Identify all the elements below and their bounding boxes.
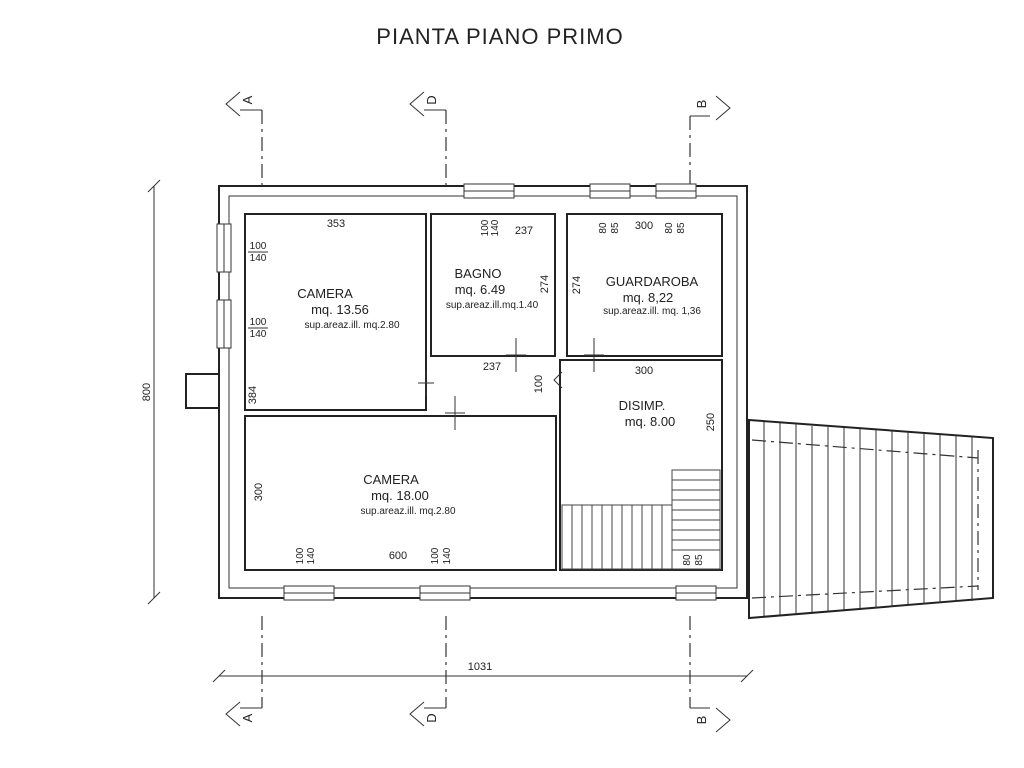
win-bot-camera2-b: 140 bbox=[442, 547, 453, 564]
guardaroba-note: sup.areaz.ill. mq. 1,36 bbox=[603, 306, 701, 317]
win-left1-a: 100 bbox=[250, 241, 267, 252]
overall-width-dim: 1031 bbox=[468, 661, 492, 673]
camera1-height-dim: 384 bbox=[247, 386, 259, 404]
section-d-bottom: D bbox=[424, 713, 439, 722]
win-bot-camera-a: 100 bbox=[295, 547, 306, 564]
bagno-area: mq. 6.49 bbox=[455, 282, 506, 297]
win-left2-a: 100 bbox=[250, 317, 267, 328]
interior-walls bbox=[244, 213, 723, 571]
win-bot-camera2-a: 100 bbox=[430, 547, 441, 564]
windows bbox=[216, 183, 717, 601]
win-top-guard2-b: 85 bbox=[676, 222, 687, 234]
section-b-top: B bbox=[694, 100, 709, 109]
disimp-width-dim: 300 bbox=[635, 365, 653, 377]
corridor-height-dim: 100 bbox=[533, 375, 545, 393]
guardaroba-area: mq. 8,22 bbox=[623, 290, 674, 305]
disimp-name: DISIMP. bbox=[619, 398, 666, 413]
camera2-width-dim: 600 bbox=[389, 550, 407, 562]
left-window-labels: 100 140 100 140 bbox=[248, 241, 268, 340]
dimension-lines bbox=[147, 179, 754, 683]
bagno-width-dim: 237 bbox=[515, 225, 533, 237]
bagno-height-dim: 274 bbox=[539, 275, 551, 293]
window-labels: 100 140 80 85 80 85 100 140 100 140 80 8… bbox=[295, 219, 705, 565]
corridor-width-dim: 237 bbox=[483, 361, 501, 373]
chimney bbox=[185, 373, 220, 409]
win-bot-camera-b: 140 bbox=[306, 547, 317, 564]
section-b-bottom: B bbox=[694, 716, 709, 725]
win-bot-disimp-a: 80 bbox=[682, 554, 693, 566]
win-left2-b: 140 bbox=[250, 329, 267, 340]
win-top-guard1-b: 85 bbox=[610, 222, 621, 234]
section-lines bbox=[225, 91, 731, 733]
bagno-name: BAGNO bbox=[455, 266, 502, 281]
win-top-guard1-a: 80 bbox=[598, 222, 609, 234]
camera1-width-dim: 353 bbox=[327, 218, 345, 230]
plan-title: PIANTA PIANO PRIMO bbox=[376, 24, 623, 49]
camera2-area: mq. 18.00 bbox=[371, 488, 429, 503]
camera1-note: sup.areaz.ill. mq.2.80 bbox=[304, 320, 399, 331]
camera1-area: mq. 13.56 bbox=[311, 302, 369, 317]
guardaroba-width-dim: 300 bbox=[635, 220, 653, 232]
camera2-height-dim: 300 bbox=[253, 483, 265, 501]
win-top-bagno-b: 140 bbox=[490, 219, 501, 236]
guardaroba-name: GUARDAROBA bbox=[606, 274, 699, 289]
win-left1-b: 140 bbox=[250, 253, 267, 264]
guardaroba-height-dim: 274 bbox=[571, 276, 583, 294]
terrace bbox=[748, 418, 994, 620]
section-a-bottom: A bbox=[240, 713, 255, 722]
door-markers bbox=[418, 338, 604, 430]
section-d-top: D bbox=[424, 95, 439, 104]
disimp-area: mq. 8.00 bbox=[625, 414, 676, 429]
bagno-note: sup.areaz.ill.mq.1.40 bbox=[446, 300, 539, 311]
camera1-name: CAMERA bbox=[297, 286, 353, 301]
win-top-guard2-a: 80 bbox=[664, 222, 675, 234]
camera2-note: sup.areaz.ill. mq.2.80 bbox=[360, 506, 455, 517]
disimp-height-dim: 250 bbox=[705, 413, 717, 431]
win-bot-disimp-b: 85 bbox=[694, 554, 705, 566]
win-top-bagno-a: 100 bbox=[480, 219, 491, 236]
section-a-top: A bbox=[240, 95, 255, 104]
outer-walls bbox=[218, 185, 748, 599]
overall-height-dim: 800 bbox=[141, 383, 153, 401]
camera2-name: CAMERA bbox=[363, 472, 419, 487]
stairs bbox=[561, 469, 721, 570]
